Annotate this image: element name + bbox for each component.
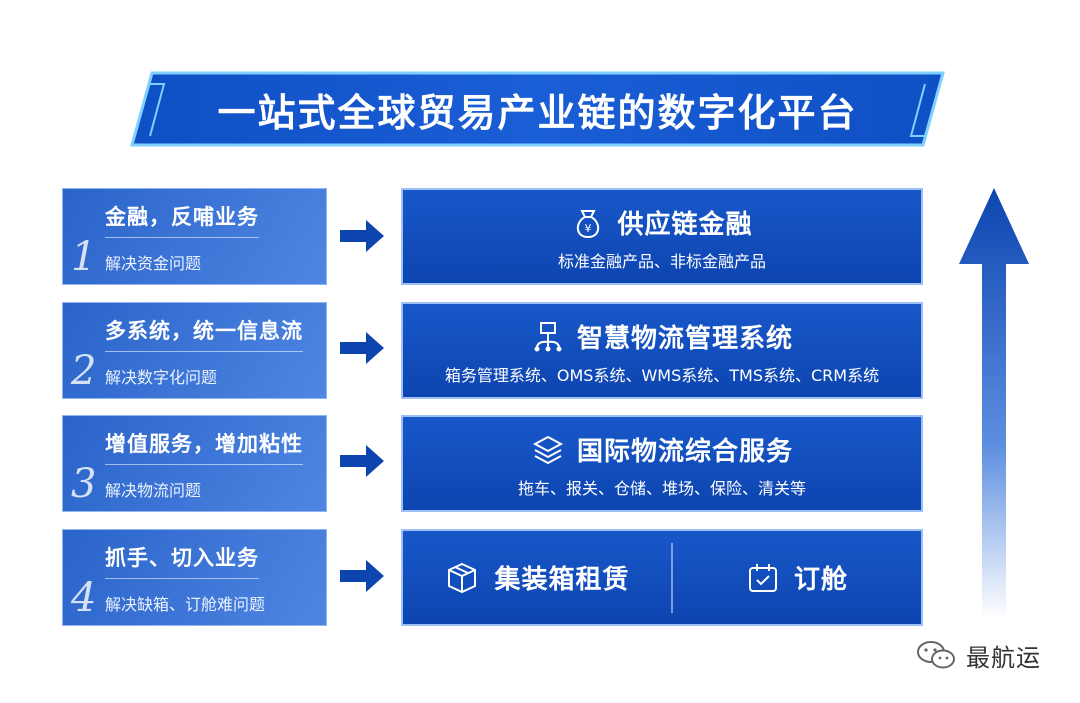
right-card-subtitle: 标准金融产品、非标金融产品 — [557, 252, 766, 271]
container-leasing-label: 集装箱租赁 — [494, 565, 630, 595]
left-card-subtitle: 解决数字化问题 — [105, 368, 218, 387]
money-bag-icon: ¥ — [577, 209, 600, 238]
layers-icon — [532, 435, 564, 464]
left-card-title: 多系统，统一信息流 — [105, 315, 303, 352]
left-card-finance: 金融，反哺业务 解决资金问题 1 — [62, 188, 327, 285]
left-card-number: 3 — [71, 461, 97, 507]
right-card-intl-logistics: 国际物流综合服务 拖车、报关、仓储、堆场、保险、清关等 — [401, 415, 923, 512]
right-card-title: 供应链金融 — [617, 210, 753, 240]
calendar-check-icon — [748, 563, 777, 592]
right-card-title: 智慧物流管理系统 — [576, 324, 793, 354]
page-title: 一站式全球贸易产业链的数字化平台 — [217, 90, 858, 135]
right-card-container-booking: 集装箱租赁 订舱 — [401, 529, 923, 626]
left-card-systems: 多系统，统一信息流 解决数字化问题 2 — [62, 302, 327, 399]
booking-section: 订舱 — [673, 531, 921, 624]
network-icon — [534, 321, 562, 351]
right-card-logistics-system: 智慧物流管理系统 箱务管理系统、OMS系统、WMS系统、TMS系统、CRM系统 — [401, 302, 923, 399]
left-card-title: 抓手、切入业务 — [105, 542, 259, 579]
container-leasing-section: 集装箱租赁 — [403, 531, 671, 624]
brand-watermark: 最航运 — [916, 635, 1041, 675]
up-arrow-icon — [959, 188, 1029, 618]
right-card-subtitle: 拖车、报关、仓储、堆场、保险、清关等 — [517, 479, 806, 498]
left-card-subtitle: 解决物流问题 — [105, 481, 202, 500]
right-arrow-icon — [340, 560, 384, 592]
right-arrow-icon — [340, 332, 384, 364]
brand-name: 最航运 — [966, 643, 1041, 672]
right-card-supply-chain-finance: ¥ 供应链金融 标准金融产品、非标金融产品 — [401, 188, 923, 285]
right-arrow-icon — [340, 220, 384, 252]
left-card-subtitle: 解决资金问题 — [105, 254, 202, 273]
left-card-number: 1 — [71, 234, 97, 280]
right-card-subtitle: 箱务管理系统、OMS系统、WMS系统、TMS系统、CRM系统 — [444, 366, 880, 385]
left-card-title: 增值服务，增加粘性 — [105, 428, 303, 465]
box-icon — [448, 562, 477, 593]
left-card-title: 金融，反哺业务 — [105, 201, 259, 238]
right-arrow-icon — [340, 445, 384, 477]
svg-text:¥: ¥ — [585, 222, 592, 235]
title-banner: 一站式全球贸易产业链的数字化平台 — [130, 70, 945, 148]
left-card-number: 4 — [71, 575, 97, 621]
right-card-title: 国际物流综合服务 — [576, 437, 793, 467]
divider — [671, 543, 673, 613]
booking-label: 订舱 — [793, 565, 848, 595]
left-card-subtitle: 解决缺箱、订舱难问题 — [105, 595, 266, 614]
wechat-icon — [917, 641, 955, 669]
left-card-value-added: 增值服务，增加粘性 解决物流问题 3 — [62, 415, 327, 512]
left-card-entry: 抓手、切入业务 解决缺箱、订舱难问题 4 — [62, 529, 327, 626]
left-card-number: 2 — [71, 348, 97, 394]
